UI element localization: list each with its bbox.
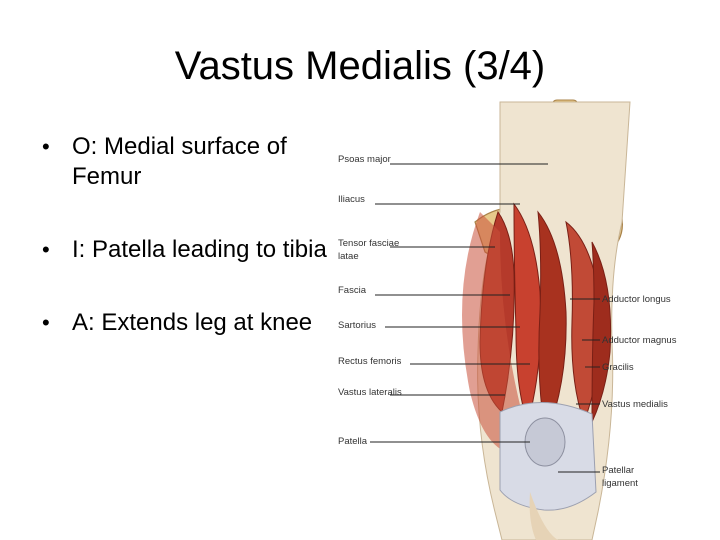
label-rectus-femoris: Rectus femoris <box>338 356 402 367</box>
bullet-origin: • O: Medial surface of Femur <box>40 132 330 192</box>
label-patella: Patella <box>338 436 368 447</box>
bullet-dot: • <box>42 134 50 159</box>
slide-title: Vastus Medialis (3/4) <box>174 44 546 88</box>
label-psoas-major: Psoas major <box>338 154 391 165</box>
label-adductor-magnus: Adductor magnus <box>602 335 677 346</box>
bullet-list: • O: Medial surface of Femur • I: Patella … <box>40 132 330 381</box>
label-fascia: Fascia <box>338 285 367 296</box>
thigh-anatomy-illustration: Psoas major Iliacus Tensor fasciae latae… <box>338 99 677 540</box>
bullet-insertion: • I: Patella leading to tibia <box>40 235 330 265</box>
label-patellar: Patellar <box>602 465 634 476</box>
label-ligament: ligament <box>602 478 638 489</box>
label-vastus-lateralis: Vastus lateralis <box>338 387 402 398</box>
thigh-muscles <box>462 202 612 452</box>
label-iliacus: Iliacus <box>338 194 365 205</box>
left-leader-lines <box>370 163 548 443</box>
bullet-dot: • <box>42 310 50 335</box>
bullet-dot: • <box>42 237 50 262</box>
bullet-text: A: Extends leg at knee <box>72 309 313 336</box>
bullet-text: O: Medial surface of Femur <box>72 133 287 190</box>
label-vastus-medialis: Vastus medialis <box>602 399 668 410</box>
label-gracilis: Gracilis <box>602 362 634 373</box>
bullet-text: I: Patella leading to tibia <box>72 236 327 263</box>
label-sartorius: Sartorius <box>338 320 376 331</box>
right-leader-lines <box>558 298 600 473</box>
knee-region <box>499 402 597 540</box>
label-adductor-longus: Adductor longus <box>602 294 671 305</box>
bullet-action: • A: Extends leg at knee <box>40 308 330 338</box>
label-tensor-fasciae: Tensor fasciae <box>338 238 399 249</box>
label-latae: latae <box>338 251 359 262</box>
